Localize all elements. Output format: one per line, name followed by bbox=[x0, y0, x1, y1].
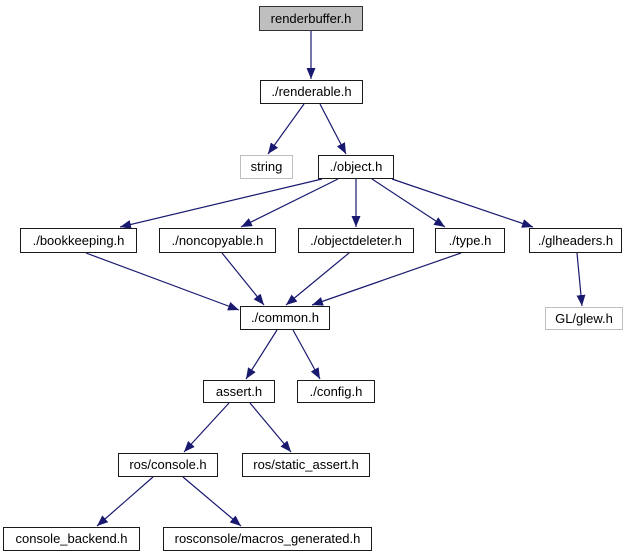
edge-object-to-glheaders bbox=[391, 178, 534, 228]
edge-common-to-assert bbox=[245, 329, 278, 380]
edge-type-to-common bbox=[311, 252, 462, 306]
edge-ros_console-to-macros_generated bbox=[182, 476, 242, 527]
node-objectdeleter[interactable]: ./objectdeleter.h bbox=[298, 228, 414, 253]
node-label: ./glheaders.h bbox=[537, 233, 614, 248]
node-label: assert.h bbox=[215, 384, 263, 399]
node-common[interactable]: ./common.h bbox=[240, 306, 330, 330]
edge-common-to-config bbox=[292, 329, 321, 380]
node-label: ./common.h bbox=[251, 310, 319, 325]
node-string: string bbox=[240, 155, 293, 179]
node-label: rosconsole/macros_generated.h bbox=[174, 531, 361, 546]
edge-renderable-to-string bbox=[267, 103, 305, 155]
node-label: GL/glew.h bbox=[555, 311, 613, 326]
edge-bookkeeping-to-common bbox=[85, 252, 240, 311]
node-glheaders[interactable]: ./glheaders.h bbox=[529, 228, 622, 253]
node-label: ./object.h bbox=[329, 159, 383, 174]
node-label: ros/console.h bbox=[129, 457, 207, 472]
edge-ros_console-to-console_backend bbox=[96, 476, 154, 527]
node-label: renderbuffer.h bbox=[270, 11, 352, 26]
node-label: console_backend.h bbox=[15, 531, 128, 546]
edge-object-to-type bbox=[371, 178, 446, 228]
node-label: ./noncopyable.h bbox=[171, 233, 264, 248]
node-object[interactable]: ./object.h bbox=[318, 155, 394, 179]
edge-object-to-bookkeeping bbox=[119, 178, 323, 229]
edge-object-to-noncopyable bbox=[240, 178, 339, 228]
node-label: ./objectdeleter.h bbox=[310, 233, 402, 248]
node-renderbuffer: renderbuffer.h bbox=[259, 6, 363, 31]
node-macros_generated[interactable]: rosconsole/macros_generated.h bbox=[163, 527, 372, 551]
node-glew: GL/glew.h bbox=[545, 307, 623, 330]
node-console_backend[interactable]: console_backend.h bbox=[3, 527, 140, 551]
edge-assert-to-ros_console bbox=[183, 402, 230, 453]
node-label: string bbox=[250, 159, 283, 174]
node-label: ./bookkeeping.h bbox=[32, 233, 125, 248]
node-renderable[interactable]: ./renderable.h bbox=[260, 80, 363, 104]
node-label: ./type.h bbox=[448, 233, 492, 248]
edge-objectdeleter-to-common bbox=[285, 252, 350, 306]
node-assert[interactable]: assert.h bbox=[203, 380, 275, 403]
node-label: ros/static_assert.h bbox=[253, 457, 359, 472]
node-type[interactable]: ./type.h bbox=[435, 228, 505, 253]
node-bookkeeping[interactable]: ./bookkeeping.h bbox=[20, 228, 137, 253]
node-label: ./renderable.h bbox=[271, 84, 352, 99]
node-config[interactable]: ./config.h bbox=[297, 380, 375, 403]
node-label: ./config.h bbox=[309, 384, 363, 399]
edge-assert-to-static_assert bbox=[249, 402, 292, 453]
node-noncopyable[interactable]: ./noncopyable.h bbox=[159, 228, 276, 253]
edge-renderable-to-object bbox=[319, 103, 347, 155]
node-ros_console[interactable]: ros/console.h bbox=[118, 453, 218, 477]
edge-noncopyable-to-common bbox=[221, 252, 265, 306]
edge-glheaders-to-glew bbox=[576, 252, 586, 307]
node-static_assert[interactable]: ros/static_assert.h bbox=[242, 453, 370, 477]
